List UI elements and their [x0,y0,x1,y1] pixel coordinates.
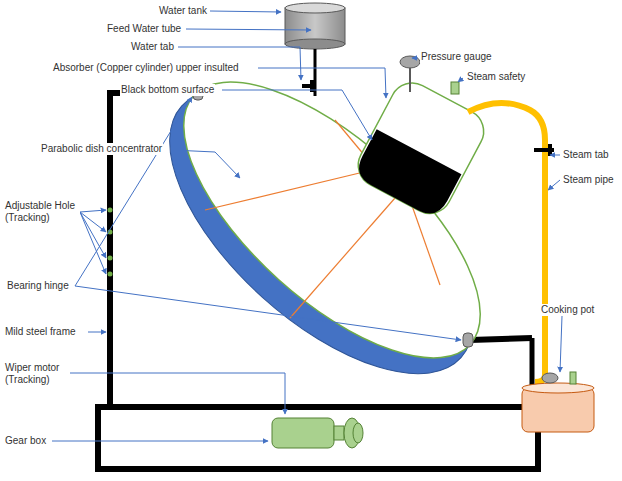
leader-line [75,97,192,286]
leader-line [186,29,311,30]
leader-line [258,68,386,98]
steam-safety [451,82,459,94]
part-label: Pressure gauge [420,51,493,63]
reflected-ray [205,170,372,210]
leader-line [550,155,560,156]
part-label: Water tab [130,41,175,53]
absorber [351,75,492,221]
wiper-motor [334,426,344,440]
base-frame [470,338,532,340]
pressure-gauge [400,56,420,92]
leader-line [52,11,562,441]
part-label: Steam pipe [562,174,615,186]
steam-pipe [468,103,545,382]
part-label: Parabolic dish concentrator [40,143,163,155]
adjustable-hole [108,272,113,277]
part-label: Adjustable Hole (Tracking) [4,200,80,224]
part-label: Wiper motor (Tracking) [4,362,68,386]
absorber [352,129,461,220]
gear-box [344,418,363,448]
adjustable-hole [108,256,113,261]
part-label: Water tank [158,5,208,17]
part-label: Gear box [4,435,47,447]
water-tank [285,3,345,13]
leader-line [210,11,281,12]
wiper-motor [272,418,344,448]
part-label: Absorber (Copper cylinder) upper insulte… [52,62,240,74]
steam-tab [548,144,552,156]
leader-line [548,180,560,190]
cooking-pot [522,372,594,432]
part-label: Black bottom surface [120,84,215,96]
leader-line [172,150,240,178]
leader-line [560,316,562,372]
part-label: Steam safety [466,71,526,83]
steam-pipe [468,103,545,382]
steam-tab [534,144,554,156]
steam-safety [451,82,459,94]
cooking-pot [522,388,594,432]
base-frame [107,90,113,407]
leader-line [458,78,463,82]
absorber [351,75,492,221]
leader-line [222,90,372,140]
part-label: Mild steel frame [4,326,77,338]
leader-line [80,210,106,212]
adjustable-hole [108,208,113,213]
wiper-motor [272,418,334,448]
leader-line [75,286,461,340]
gear-box [353,423,363,443]
part-label: Steam tab [562,149,610,161]
bearing-hinge [463,333,473,347]
cooking-pot [570,372,576,384]
leader-line [52,441,268,442]
leader-line [88,332,106,333]
reflected-ray [290,198,395,318]
cooking-pot [542,373,558,383]
pressure-gauge [400,56,420,68]
base-frame [98,407,538,469]
part-label: Bearing hinge [6,280,70,292]
leader-line [70,373,285,414]
cooking-pot [522,383,594,393]
water-tank [285,3,345,49]
leader-line [80,212,106,258]
part-label: Feed Water tube [106,23,182,35]
adjustable-hole [108,208,113,277]
part-label: Cooking pot [540,304,595,316]
leader-line [412,58,418,59]
